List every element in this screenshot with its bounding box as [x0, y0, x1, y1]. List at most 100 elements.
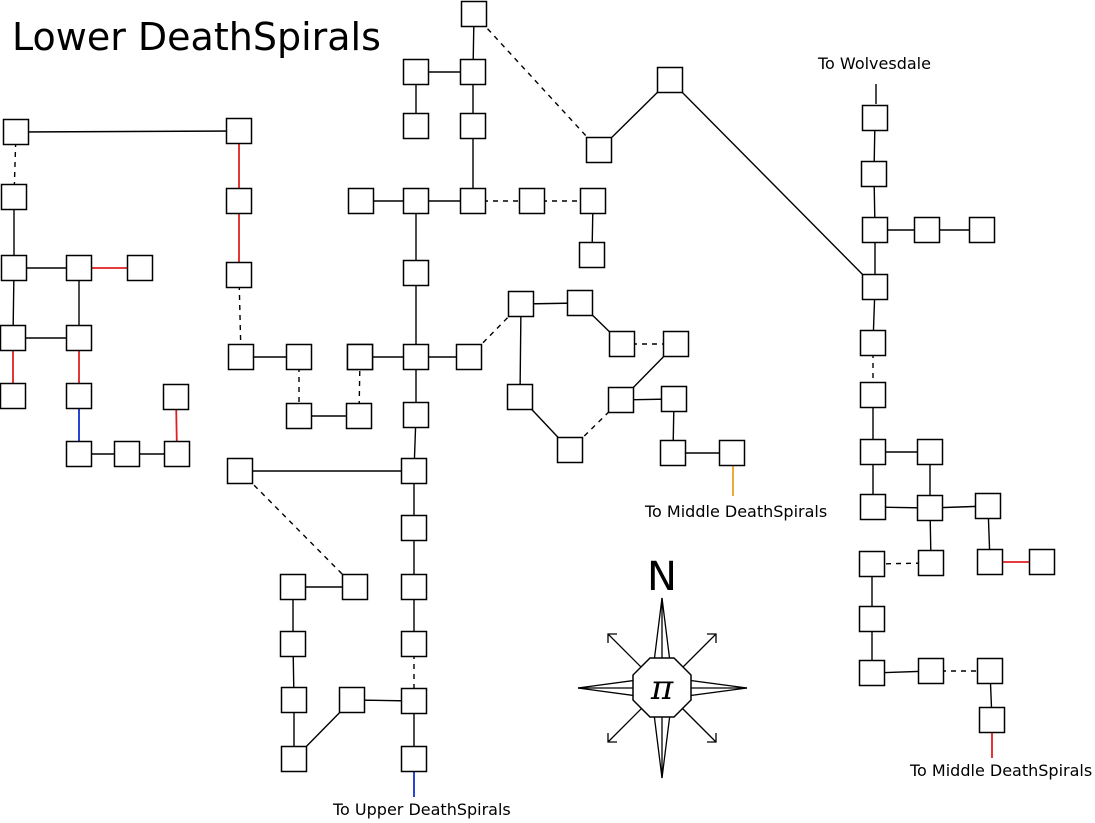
exit-label-wolvesdale: To Wolvesdale: [817, 54, 931, 73]
room-d15: [279, 630, 307, 658]
room-d5: [402, 401, 430, 429]
compass-center-octagon: [632, 657, 692, 718]
room-e9: [659, 439, 687, 467]
room-f20: [917, 657, 945, 685]
room-b2: [225, 187, 253, 215]
passage-e1-e5: [519, 303, 522, 398]
room-d7: [226, 457, 254, 485]
room-d14: [279, 573, 307, 601]
room-e4: [662, 330, 690, 358]
room-c0: [460, 0, 488, 28]
passage-d7-d13: [239, 470, 356, 588]
room-f19: [858, 659, 886, 687]
room-b6: [285, 402, 313, 430]
room-d9: [400, 573, 428, 601]
room-f6: [861, 273, 889, 301]
room-f8: [859, 381, 887, 409]
room-e5: [506, 383, 534, 411]
room-c4: [459, 112, 487, 140]
room-a8: [0, 382, 27, 410]
room-a1: [2, 118, 30, 146]
room-c2: [459, 58, 487, 86]
room-b3: [225, 261, 253, 289]
room-f11: [859, 493, 887, 521]
room-e3: [608, 330, 636, 358]
compass-center-symbol: π: [650, 668, 674, 708]
exit-label-middle-deathspirals: To Middle DeathSpirals: [644, 502, 827, 521]
room-d10: [400, 630, 428, 658]
room-e6: [556, 436, 584, 464]
room-f12: [916, 494, 944, 522]
room-a10: [65, 440, 93, 468]
map-title: Lower DeathSpirals: [12, 15, 381, 59]
room-d16: [280, 686, 308, 714]
room-b5: [285, 343, 313, 371]
room-c7: [459, 187, 487, 215]
room-e2: [566, 289, 594, 317]
room-f3: [861, 216, 889, 244]
room-c12: [656, 66, 684, 94]
room-d11: [400, 687, 428, 715]
room-a3: [0, 254, 28, 282]
map-rooms: [0, 0, 1056, 773]
room-a9: [65, 382, 93, 410]
room-b7: [345, 402, 373, 430]
room-f4: [913, 216, 941, 244]
room-f15: [858, 550, 886, 578]
room-a12: [163, 440, 191, 468]
room-f9: [859, 438, 887, 466]
room-f21: [976, 657, 1004, 685]
room-d2: [346, 343, 374, 371]
room-a4: [65, 254, 93, 282]
room-e8: [660, 385, 688, 413]
room-d6: [400, 457, 428, 485]
room-a7: [65, 324, 93, 352]
room-e10: [718, 439, 746, 467]
room-c5: [347, 187, 375, 215]
room-f2: [860, 160, 888, 188]
room-a2: [0, 183, 28, 211]
room-f7: [859, 329, 887, 357]
room-b1: [225, 117, 253, 145]
room-d4: [455, 343, 483, 371]
room-c3: [402, 112, 430, 140]
room-c6: [402, 187, 430, 215]
room-c9: [579, 187, 607, 215]
room-a13: [162, 383, 190, 411]
room-c10: [578, 241, 606, 269]
room-e1: [507, 290, 535, 318]
room-a6: [0, 324, 27, 352]
room-d3: [402, 343, 430, 371]
room-e7: [607, 386, 635, 414]
room-f1: [861, 104, 889, 132]
room-d17: [280, 745, 308, 773]
passage-c12-f6: [669, 79, 876, 288]
passage-a1-b1: [15, 130, 240, 133]
passage-c0-c11: [473, 13, 600, 151]
room-a11: [113, 440, 141, 468]
room-c8: [518, 187, 546, 215]
room-f5: [968, 216, 996, 244]
room-f18: [858, 605, 886, 633]
room-a5: [126, 254, 154, 282]
room-c1: [402, 58, 430, 86]
passage-b3-b4: [238, 274, 242, 358]
compass-rose: π N: [577, 554, 748, 779]
room-d8: [400, 514, 428, 542]
room-d18: [338, 686, 366, 714]
room-c11: [585, 136, 613, 164]
room-f22: [978, 706, 1006, 734]
room-d1: [402, 259, 430, 287]
exit-label-middle-deathspirals-2: To Middle DeathSpirals: [909, 761, 1092, 780]
room-f17: [1028, 548, 1056, 576]
room-f13: [974, 492, 1002, 520]
room-b4: [227, 343, 255, 371]
room-f14: [917, 549, 945, 577]
room-f10: [916, 438, 944, 466]
compass-north-label: N: [647, 554, 677, 600]
room-f16: [976, 548, 1004, 576]
exit-label-upper-deathspirals: To Upper DeathSpirals: [332, 800, 511, 819]
room-d12: [400, 745, 428, 773]
